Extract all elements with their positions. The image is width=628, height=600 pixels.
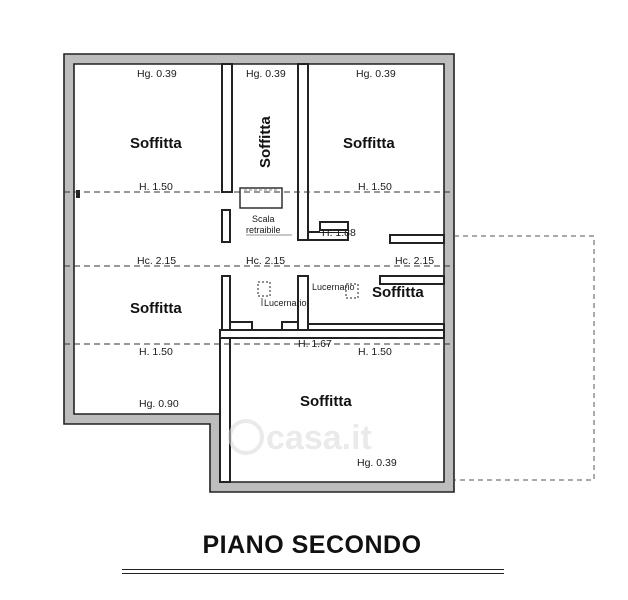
height-label-hg-nw: Hg. 0.39 bbox=[137, 68, 177, 80]
skylight-left-label: Lucernario bbox=[264, 298, 307, 308]
watermark: casa.it bbox=[228, 419, 372, 457]
height-label-hg-ne: Hg. 0.39 bbox=[356, 68, 396, 80]
room-label-west: Soffitta bbox=[130, 300, 182, 317]
title-underline-second bbox=[122, 573, 504, 574]
title-underline bbox=[122, 569, 504, 570]
room-label-nw: Soffitta bbox=[130, 135, 182, 152]
height-label-h-lower-right: H. 1.50 bbox=[358, 346, 392, 358]
interior-walls bbox=[76, 63, 445, 483]
height-label-h-lower-center: H. 1.67 bbox=[298, 338, 332, 350]
watermark-text: casa.it bbox=[266, 419, 372, 457]
height-label-hg-center: Hg. 0.39 bbox=[246, 68, 286, 80]
stair-label-line1: Scala bbox=[252, 214, 275, 224]
room-label-ne: Soffitta bbox=[343, 135, 395, 152]
room-label-center: Soffitta bbox=[257, 116, 274, 168]
room-label-east: Soffitta bbox=[372, 284, 424, 301]
skylight-right-label: Lucernario bbox=[312, 282, 355, 292]
height-lines bbox=[64, 191, 595, 481]
room-label-south: Soffitta bbox=[300, 393, 352, 410]
retractable-stair: Scala retraibile bbox=[239, 187, 292, 236]
height-label-hc-left: Hc. 2.15 bbox=[137, 255, 176, 267]
height-label-hc-right: Hc. 2.15 bbox=[395, 255, 434, 267]
plan-title: PIANO SECONDO bbox=[202, 531, 422, 559]
height-label-h-corridor: H. 1.88 bbox=[322, 227, 356, 239]
height-label-h-upper-left: H. 1.50 bbox=[139, 181, 173, 193]
height-label-hg-south: Hg. 0.39 bbox=[357, 457, 397, 469]
stair-label-line2: retraibile bbox=[246, 225, 281, 235]
skylights: Lucernario Lucernario bbox=[257, 281, 359, 308]
height-label-hg-sw: Hg. 0.90 bbox=[139, 398, 179, 410]
height-label-h-lower-left: H. 1.50 bbox=[139, 346, 173, 358]
height-label-h-upper-right: H. 1.50 bbox=[358, 181, 392, 193]
room-labels: Soffitta Soffitta Soffitta Soffitta Soff… bbox=[130, 116, 424, 410]
height-label-hc-center: Hc. 2.15 bbox=[246, 255, 285, 267]
height-labels: Hg. 0.39 Hg. 0.39 Hg. 0.39 H. 1.50 H. 1.… bbox=[137, 68, 434, 469]
